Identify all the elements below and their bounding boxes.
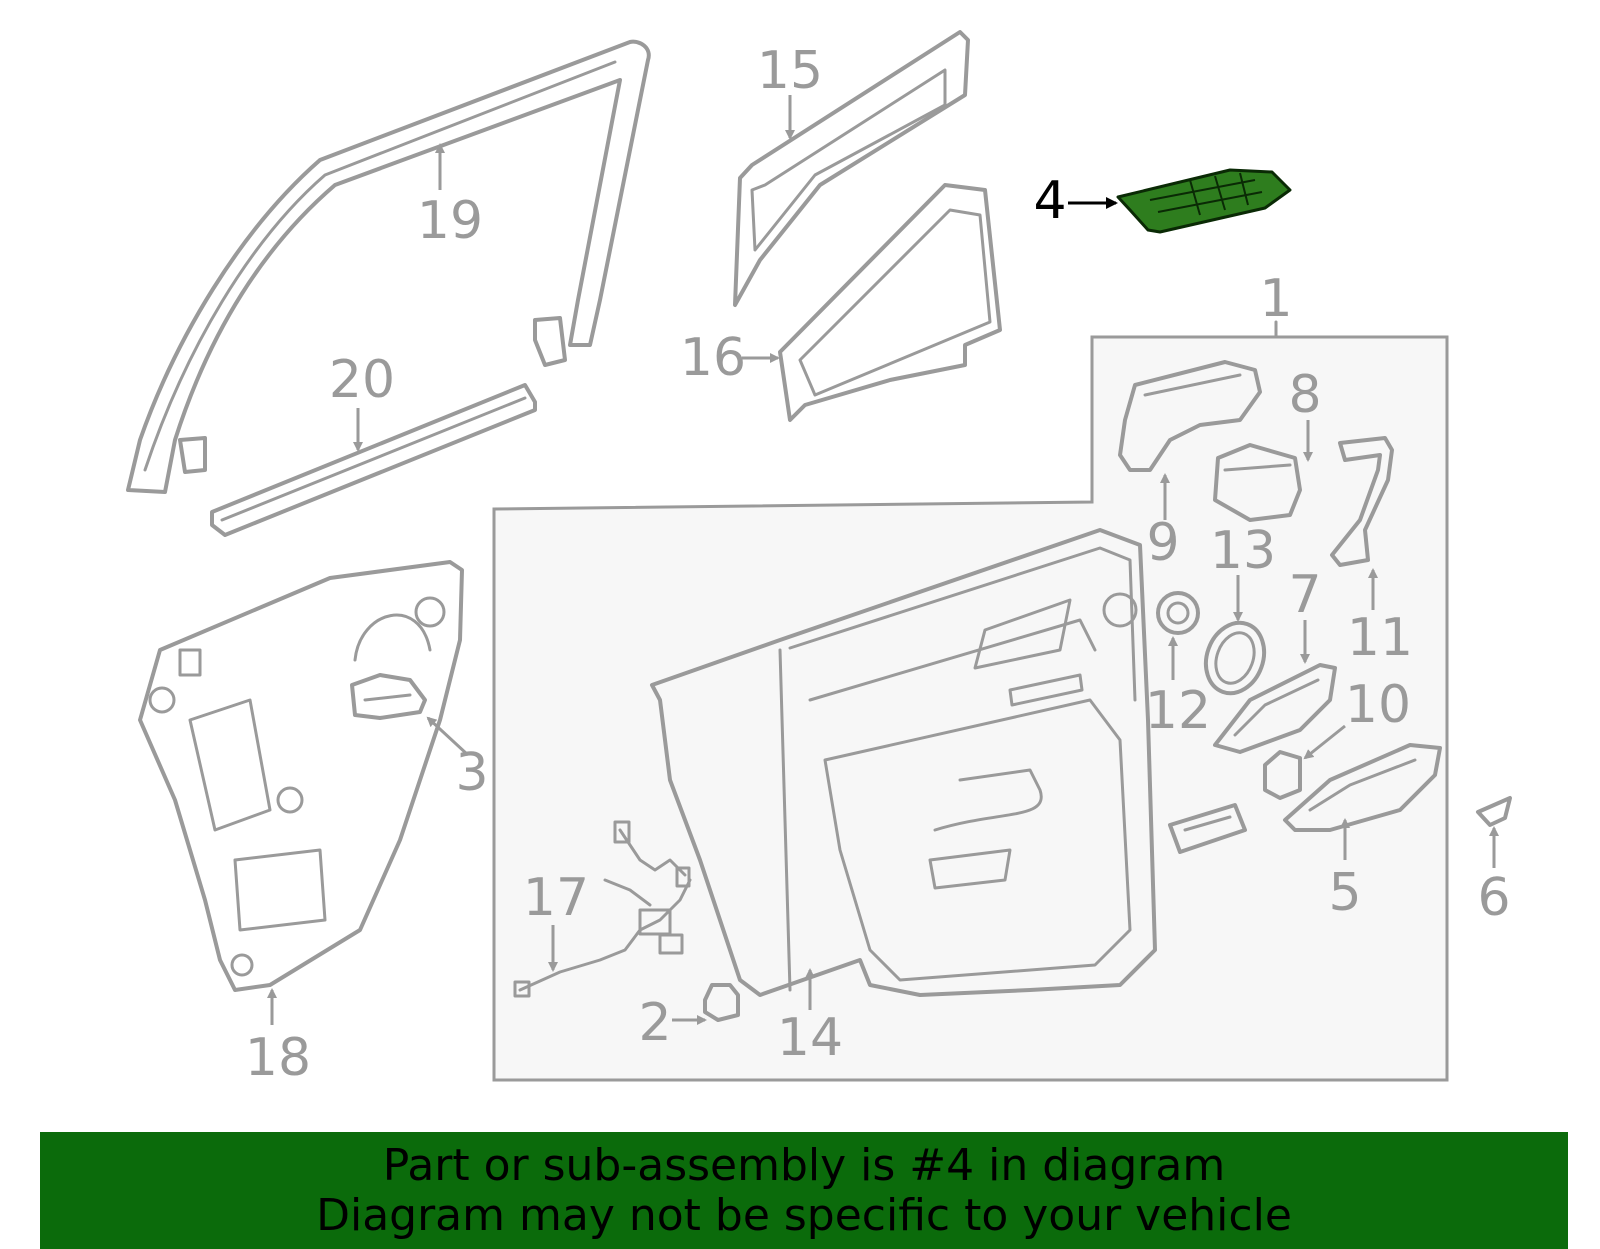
- clip-6: [1476, 796, 1512, 827]
- callout-4[interactable]: 4: [1033, 171, 1066, 231]
- callout-7: 7: [1288, 565, 1321, 625]
- callout-8: 8: [1288, 365, 1321, 425]
- callout-10: 10: [1345, 675, 1411, 735]
- handle-bezel-7: [1213, 663, 1337, 754]
- window-glass-15: [733, 30, 970, 307]
- callout-labels: 19 15 16 20 1 3 18 17 2 14 9 8 13 11 12 …: [245, 41, 1511, 1088]
- belt-weatherstrip-20: [210, 383, 537, 537]
- callout-2: 2: [638, 993, 671, 1053]
- callout-19: 19: [417, 191, 483, 251]
- stationary-glass-16: [778, 183, 1002, 422]
- callout-15: 15: [757, 41, 823, 101]
- window-run-channel-19: [126, 39, 651, 494]
- callout-13: 13: [1210, 521, 1276, 581]
- plug-2: [703, 983, 740, 1022]
- handle-bezel-9: [1118, 360, 1262, 472]
- callout-5: 5: [1328, 863, 1361, 923]
- banner-line-1: Part or sub-assembly is #4 in diagram: [382, 1139, 1226, 1191]
- highlighted-part-4[interactable]: [1116, 168, 1292, 234]
- lock-actuator-3: [350, 673, 427, 720]
- callout-6: 6: [1477, 868, 1510, 928]
- callout-1: 1: [1259, 269, 1292, 329]
- speaker-grille-12: [1156, 591, 1200, 635]
- wiring-harness-17: [513, 820, 692, 998]
- callout-16: 16: [680, 328, 746, 388]
- callout-9: 9: [1146, 513, 1179, 573]
- lock-assembly-8: [1213, 443, 1302, 522]
- callout-12: 12: [1145, 681, 1211, 741]
- callout-3: 3: [455, 743, 488, 803]
- info-banner: Part or sub-assembly is #4 in diagram Di…: [40, 1132, 1568, 1249]
- inside-handle-5: [1283, 743, 1442, 832]
- banner-line-2: Diagram may not be specific to your vehi…: [316, 1189, 1292, 1241]
- latch-cable-11: [1330, 436, 1394, 567]
- pull-cup: [1168, 803, 1247, 854]
- callout-17: 17: [523, 868, 589, 928]
- callout-14: 14: [777, 1008, 843, 1068]
- switch-10: [1263, 750, 1302, 800]
- door-trim-panel-14: [650, 528, 1157, 997]
- door-panel-18: [138, 560, 464, 992]
- callout-11: 11: [1347, 608, 1413, 668]
- leader-lines: [267, 95, 1499, 1025]
- assembly-box-door-trim: [492, 335, 1449, 1082]
- speaker-13: [1203, 620, 1267, 696]
- callout-20: 20: [329, 350, 395, 410]
- callout-18: 18: [245, 1028, 311, 1088]
